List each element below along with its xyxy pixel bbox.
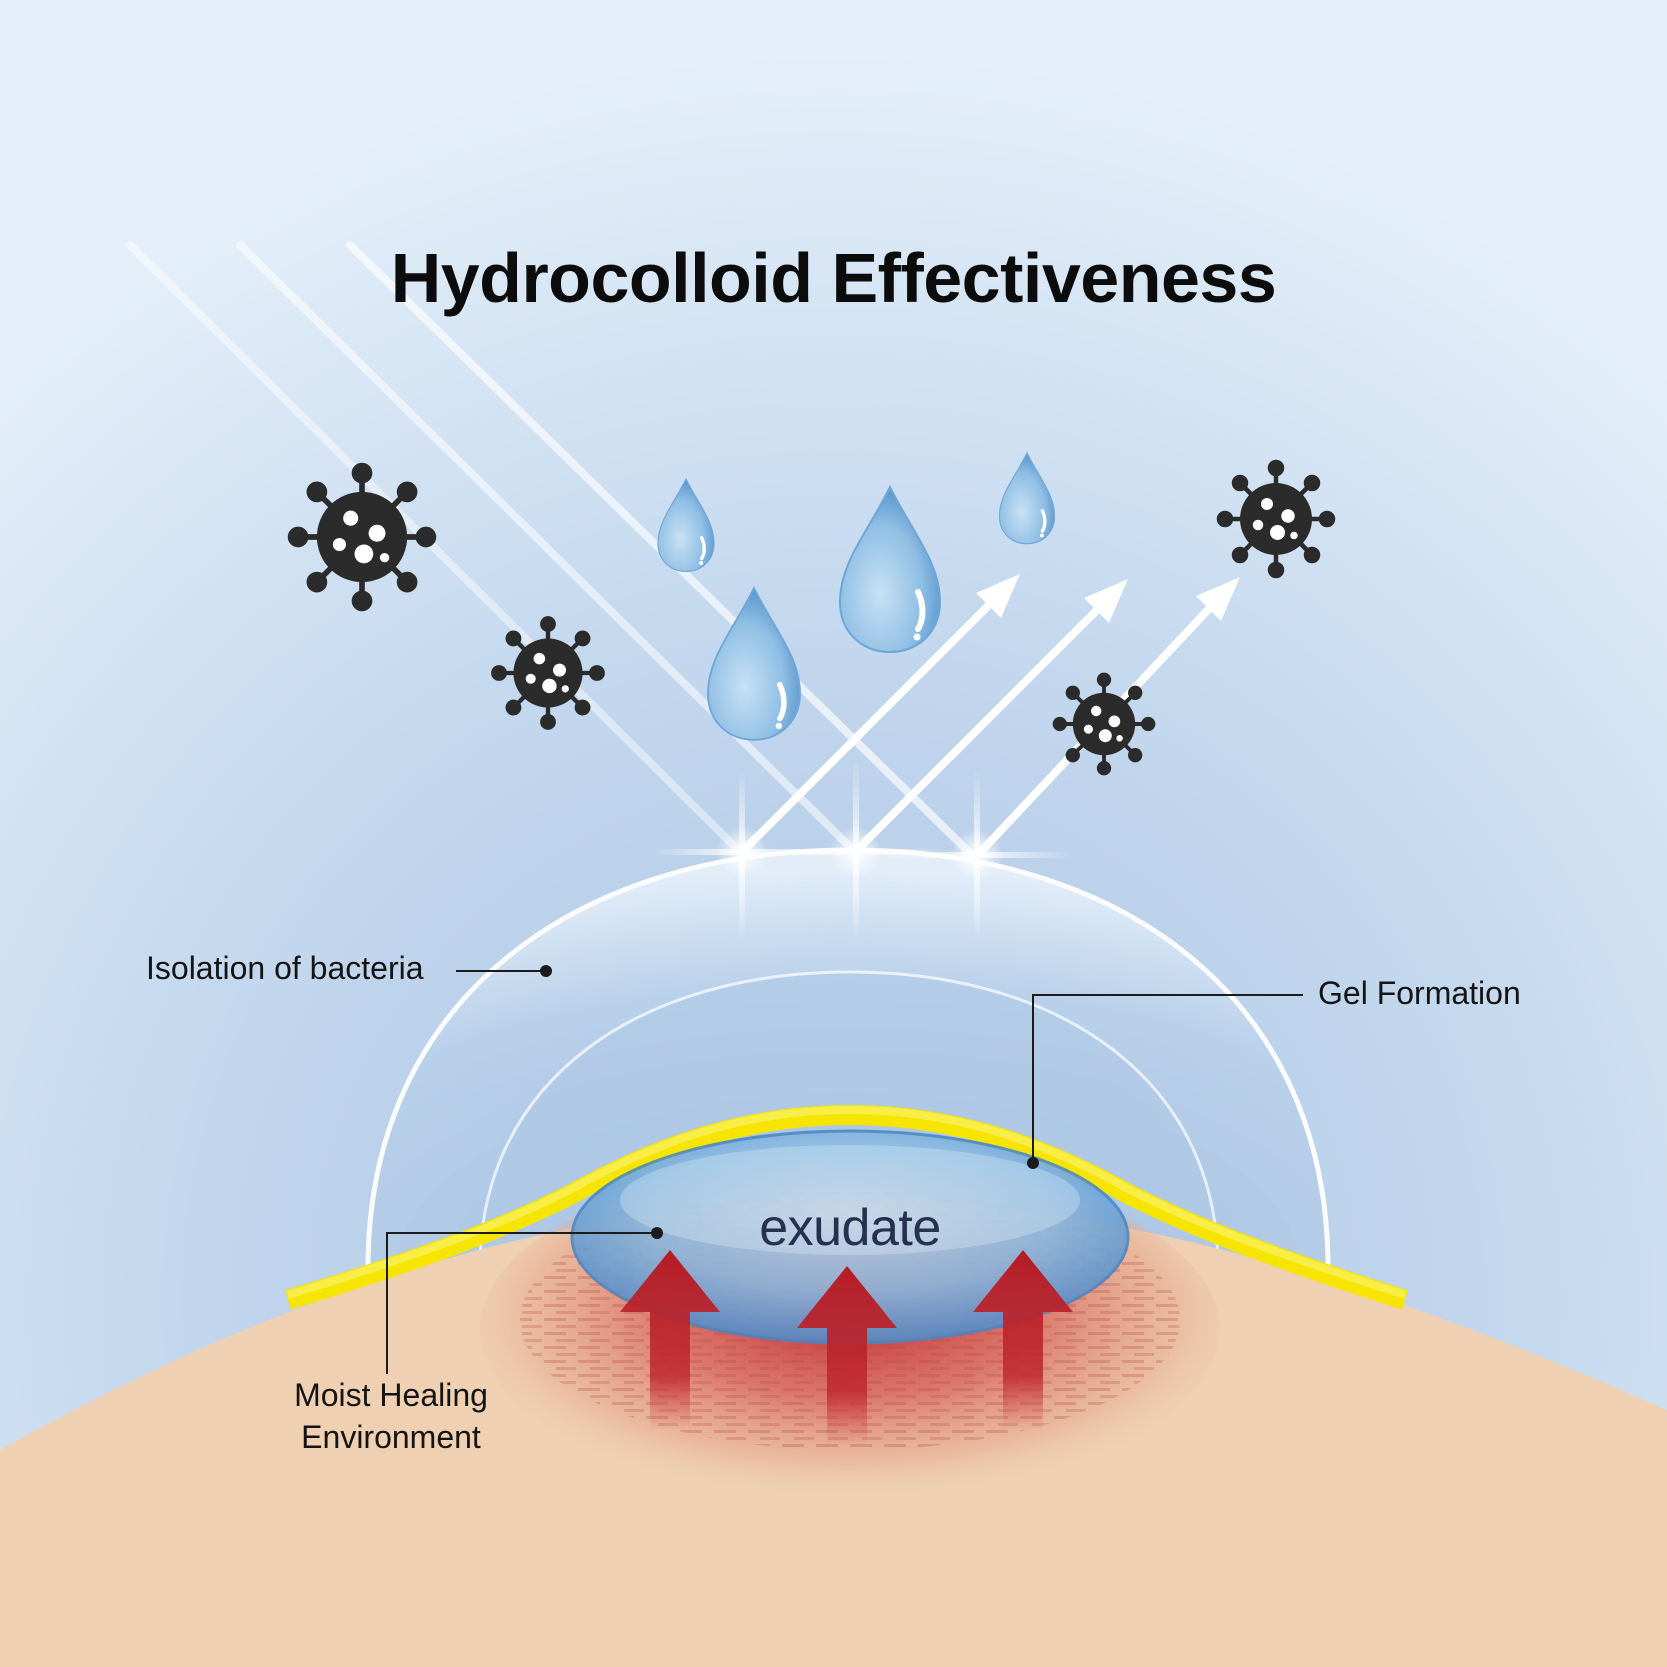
exudate-label: exudate — [759, 1199, 941, 1257]
bacteria-icon — [493, 618, 602, 727]
exudate-arrow — [620, 1250, 720, 1430]
gel-formation-label: Gel Formation — [1318, 975, 1521, 1011]
bacteria-icon — [1219, 462, 1333, 576]
exudate-arrow — [797, 1266, 897, 1445]
exudate-arrows — [620, 1250, 1073, 1445]
exudate-arrow — [973, 1250, 1073, 1430]
isolation-label: Isolation of bacteria — [146, 950, 424, 986]
bacteria-icon — [1052, 672, 1156, 776]
reflection-arrows — [739, 574, 1240, 861]
bacteria-icon — [291, 466, 434, 609]
moist-healing-label: Moist Healing Environment — [294, 1377, 488, 1455]
leader-lines — [386, 965, 1303, 1374]
light-flares — [650, 760, 1070, 940]
page-title: Hydrocolloid Effectiveness — [390, 239, 1277, 317]
hydrocolloid-layer — [285, 1105, 1409, 1310]
